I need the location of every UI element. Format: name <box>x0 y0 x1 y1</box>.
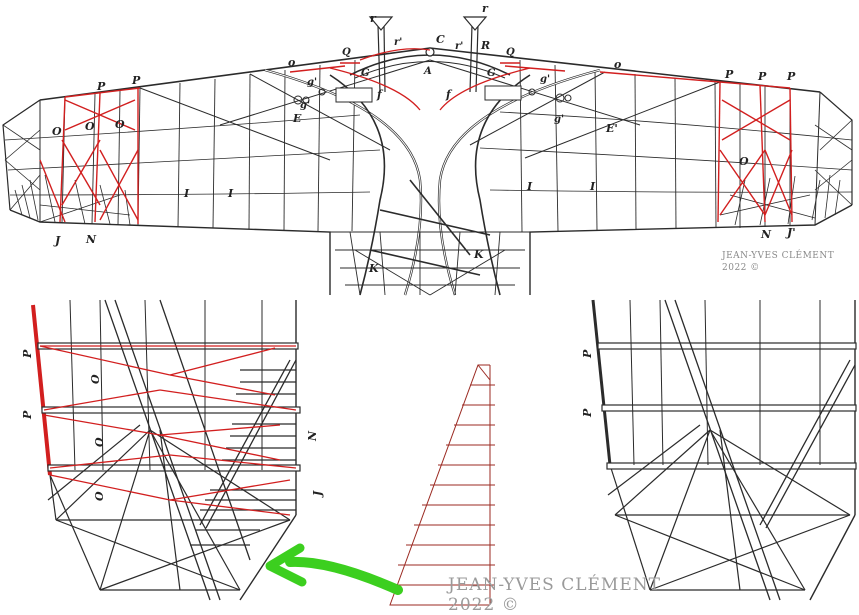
label-E-prime: E' <box>605 122 618 135</box>
wing-tip-left <box>2 99 41 211</box>
detail-label-N: N <box>306 430 319 442</box>
label-g-prime-2: g' <box>540 74 550 85</box>
label-P2: P <box>131 74 141 87</box>
detail-label-J: J <box>311 490 324 498</box>
wing-tip-right <box>819 91 853 205</box>
label-g-prime-4: g' <box>300 100 310 111</box>
label-N-left: N <box>85 233 97 246</box>
label-I-3: I <box>526 180 533 193</box>
label-o-left: o <box>288 56 295 69</box>
watermark-bottom-line2: 2022 © <box>448 595 520 615</box>
wing-plan-view: r r r' r' C R o o Q Q G G A g' g' g' g' … <box>2 2 853 296</box>
watermark-bottom-line1: JEAN-YVES CLÉMENT <box>446 574 661 595</box>
label-K-2: K <box>473 248 484 261</box>
watermark-top-line1: JEAN-YVES CLÉMENT <box>721 249 834 261</box>
brown-sketch-detail <box>389 364 495 606</box>
label-G-right: G <box>487 68 496 79</box>
label-r-left: r <box>370 12 377 25</box>
label-P4: P <box>757 70 767 83</box>
detail-label-O2: O <box>93 437 106 447</box>
trailing-edge-left <box>9 209 331 295</box>
label-P5: P <box>786 70 796 83</box>
label-r-prime-right: r' <box>455 41 463 52</box>
detail-right-label-P2: P <box>581 408 594 418</box>
label-Q-left: Q <box>342 47 351 58</box>
label-I-4: I <box>589 180 596 193</box>
label-r-prime-left: r' <box>394 37 402 48</box>
label-A: A <box>423 66 432 77</box>
label-g-prime-3: g' <box>554 114 564 125</box>
label-P1: P <box>96 80 106 93</box>
label-O-b: O <box>85 120 95 133</box>
label-r-right: r <box>482 2 489 15</box>
label-J-prime: J' <box>785 226 796 239</box>
label-g-prime-1: g' <box>307 77 317 88</box>
label-f-right: f <box>445 88 453 101</box>
detail-label-O3: O <box>93 491 106 501</box>
watermark-top-line2: 2022 © <box>722 263 760 273</box>
label-O-a: O <box>52 125 62 138</box>
label-P3: P <box>724 68 734 81</box>
red-bracing-wires-top <box>39 62 793 224</box>
label-O-c: O <box>115 118 125 131</box>
green-arrow <box>265 543 403 595</box>
tail-frame <box>330 231 530 296</box>
label-E: E <box>292 112 302 125</box>
label-I-2: I <box>227 187 234 200</box>
label-K-1: K <box>368 262 379 275</box>
label-R: R <box>480 39 490 52</box>
detail-label-O1: O <box>89 374 102 384</box>
label-N-right: N <box>760 228 772 241</box>
label-C: C <box>436 33 445 46</box>
wing-plan-labels: r r r' r' C R o o Q Q G G A g' g' g' g' … <box>52 2 796 275</box>
detail-right-label-P1: P <box>581 349 594 359</box>
detail-left-with-wires: P P O O O N J <box>21 299 324 601</box>
detail-label-P2: P <box>21 410 34 420</box>
label-o-right: o <box>614 58 621 71</box>
detail-label-P1: P <box>21 349 34 359</box>
label-J: J <box>53 234 61 247</box>
label-G-left: G <box>361 68 370 79</box>
label-f-left: f <box>376 88 384 101</box>
label-O-d: O <box>739 155 749 168</box>
control-levers <box>368 16 488 93</box>
label-Q-right: Q <box>506 47 515 58</box>
trailing-edge-right <box>529 204 853 295</box>
detail-right-plain: P P <box>581 299 857 601</box>
label-I-1: I <box>183 187 190 200</box>
